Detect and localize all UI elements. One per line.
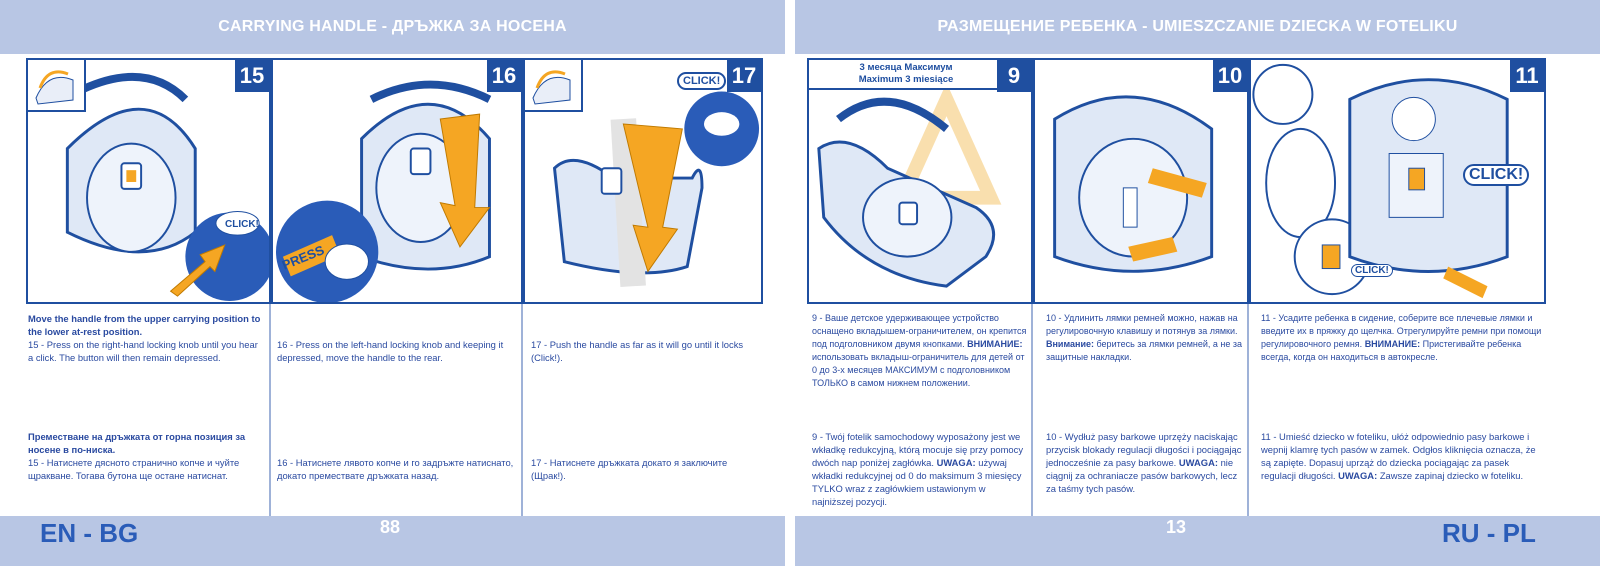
step-15-body-bg: 15 - Натиснете дясното странично копче и… bbox=[28, 457, 240, 481]
step-15-heading-bg: Преместване на дръжката от горна позиция… bbox=[28, 431, 246, 455]
col-divider bbox=[1247, 304, 1249, 516]
step-10-warning-label-ru: Внимание: bbox=[1046, 339, 1094, 349]
step-15-illustration bbox=[65, 72, 269, 301]
step-11-body-pl: 11 - Umieść dziecko w foteliku, ułóż odp… bbox=[1261, 431, 1536, 481]
step-9-body-ru: 9 - Ваше детское удерживающее устройство… bbox=[812, 313, 1027, 349]
col-divider bbox=[521, 304, 523, 516]
step-9-warning-pl: używaj wkładki redukcyjnej od 0 do maksi… bbox=[812, 457, 1022, 507]
footer-band-left bbox=[0, 516, 785, 566]
step-16-text-en: 16 - Press on the left-hand locking knob… bbox=[277, 339, 504, 363]
step-11-body-ru: 11 - Усадите ребенка в сидение, соберите… bbox=[1261, 313, 1542, 349]
step-17-callout: CLICK! bbox=[677, 72, 727, 90]
step-9-age-limit-ru: 3 месяца Максимум bbox=[859, 62, 953, 73]
step-10-body-pl: 10 - Wydłuż pasy barkowe uprzęży naciska… bbox=[1046, 431, 1242, 468]
step-10-body-ru: 10 - Удлинить лямки ремней можно, нажав … bbox=[1046, 313, 1238, 336]
step-10-illustration bbox=[1053, 95, 1214, 273]
left-page-title: CARRYING HANDLE - ДРЪЖКА ЗА НОСЕНА bbox=[218, 18, 567, 35]
step-11-callout-detail: CLICK! bbox=[1351, 264, 1393, 277]
step-9-warning-label-ru: ВНИМАНИЕ: bbox=[967, 339, 1023, 349]
step-9-number: 9 bbox=[997, 60, 1031, 92]
step-9-age-limit-box: 3 месяца Максимум Maximum 3 miesiące bbox=[809, 60, 1005, 90]
step-15-thumbnail bbox=[28, 60, 86, 112]
step-9-age-limit-pl: Maximum 3 miesiące bbox=[858, 74, 954, 85]
header-band-right bbox=[795, 0, 1600, 54]
step-16-text-bg: 16 - Натиснете лявото копче и го задръжт… bbox=[277, 457, 514, 481]
step-11-panel: CLICK! CLICK! 11 bbox=[1249, 58, 1546, 304]
col-divider bbox=[1031, 304, 1033, 516]
step-11-number: 11 bbox=[1510, 60, 1544, 92]
step-10-number: 10 bbox=[1213, 60, 1247, 92]
step-15-heading-en: Move the handle from the upper carrying … bbox=[28, 313, 261, 337]
step-11-text-pl: 11 - Umieść dziecko w foteliku, ułóż odp… bbox=[1261, 430, 1543, 482]
step-15-number: 15 bbox=[235, 60, 269, 92]
step-16-number: 16 bbox=[487, 60, 521, 92]
step-17-number: 17 bbox=[727, 60, 761, 92]
left-page-number: 88 bbox=[380, 517, 401, 537]
step-11-callout-main: CLICK! bbox=[1463, 164, 1530, 186]
step-9-panel: 3 месяца Максимум Maximum 3 miesiące 9 bbox=[807, 58, 1033, 304]
step-15-text-bg: Преместване на дръжката от горна позиция… bbox=[28, 430, 264, 482]
step-15-body-en: 15 - Press on the right-hand locking kno… bbox=[28, 339, 258, 363]
step-17-text-bg: 17 - Натиснете дръжката докато я заключи… bbox=[531, 457, 728, 481]
step-11-warning-label-ru: ВНИМАНИЕ: bbox=[1364, 339, 1421, 349]
step-15-panel: 15 CLICK! bbox=[26, 58, 271, 304]
step-16-illustration bbox=[276, 80, 492, 302]
step-17-panel: 17 CLICK! bbox=[523, 58, 763, 304]
right-page-title: РАЗМЕЩЕНИЕ РЕБЕНКА - UMIESZCZANIE DZIECK… bbox=[937, 18, 1458, 35]
step-10-text-pl: 10 - Wydłuż pasy barkowe uprzęży naciska… bbox=[1046, 430, 1244, 495]
step-10-warning-label-pl: UWAGA: bbox=[1178, 457, 1218, 468]
step-9-body-pl: 9 - Twój fotelik samochodowy wyposażony … bbox=[812, 431, 1024, 468]
step-15-callout: CLICK! bbox=[225, 219, 259, 230]
step-10-text-ru: 10 - Удлинить лямки ремней можно, нажав … bbox=[1046, 312, 1244, 364]
step-9-text-pl: 9 - Twój fotelik samochodowy wyposażony … bbox=[812, 430, 1028, 508]
header-band-left bbox=[0, 0, 785, 54]
step-17-thumbnail bbox=[525, 60, 583, 112]
step-10-warning-ru: беритесь за лямки ремней, а не за защитн… bbox=[1046, 339, 1243, 362]
step-11-warning-label-pl: UWAGA: bbox=[1338, 470, 1378, 481]
step-17-illustration bbox=[552, 91, 760, 287]
step-11-warning-ru: Пристегивайте ребенка всегда, когда он н… bbox=[1261, 339, 1522, 362]
footer-band-right bbox=[795, 516, 1600, 566]
right-page-language: RU - PL bbox=[1442, 518, 1536, 548]
step-10-warning-pl: nie ciągnij za ochraniacze pasów barkowy… bbox=[1046, 457, 1238, 494]
step-9-text-ru: 9 - Ваше детское удерживающее устройство… bbox=[812, 312, 1028, 390]
step-11-illustration bbox=[1252, 63, 1509, 299]
step-10-panel: 10 bbox=[1033, 58, 1249, 304]
step-9-warning-label-pl: UWAGA: bbox=[936, 457, 976, 468]
right-page-number: 13 bbox=[1166, 517, 1187, 537]
step-16-panel: 16 PRESS bbox=[271, 58, 523, 304]
col-divider bbox=[269, 304, 271, 516]
step-11-warning-pl: Zawsze zapinaj dziecko w foteliku. bbox=[1379, 470, 1524, 481]
step-9-illustration bbox=[817, 82, 1002, 288]
step-11-text-ru: 11 - Усадите ребенка в сидение, соберите… bbox=[1261, 312, 1543, 364]
step-9-warning-ru: использовать вкладыш-ограничитель для де… bbox=[812, 352, 1025, 388]
step-17-text-en: 17 - Push the handle as far as it will g… bbox=[531, 339, 744, 363]
step-15-text-en: Move the handle from the upper carrying … bbox=[28, 312, 264, 364]
left-page-language: EN - BG bbox=[40, 518, 139, 548]
